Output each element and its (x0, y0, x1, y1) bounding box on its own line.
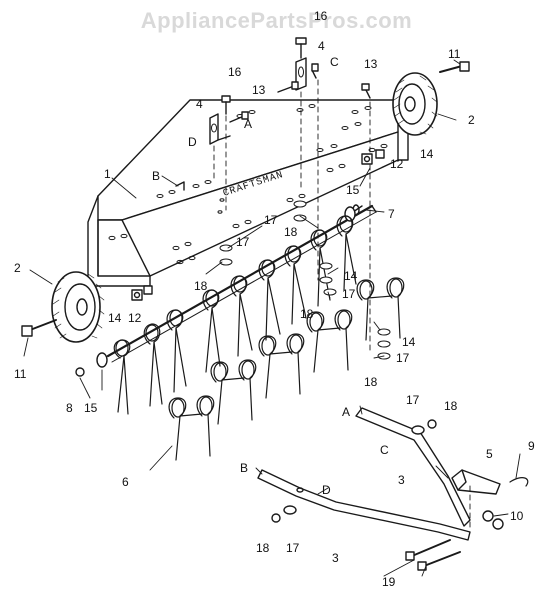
bolt-13-left (229, 111, 249, 123)
tine-group (143, 323, 163, 407)
callout-13-right: 13 (364, 57, 378, 71)
callout-18-f: 18 (256, 541, 270, 555)
callout-18-c: 18 (300, 307, 314, 321)
bolt-16-left (221, 95, 231, 115)
tine-group (336, 215, 357, 291)
letter-a-frame: A (244, 117, 252, 131)
callout-16-right: 16 (314, 9, 328, 23)
callout-3-lower: 3 (332, 551, 339, 565)
nut-8 (75, 367, 85, 377)
callout-16-left: 16 (228, 65, 242, 79)
callout-18-d: 18 (364, 375, 378, 389)
letter-b-handle: B (240, 461, 248, 475)
callout-12-left: 12 (128, 311, 142, 325)
letter-b-frame: B (152, 169, 160, 183)
tine-spring-lower-mid (258, 333, 305, 399)
letter-references: A A B B C C D D (152, 55, 389, 497)
handle-grip-5 (451, 469, 501, 495)
callout-17-f: 17 (286, 541, 300, 555)
callout-4-left: 4 (196, 97, 203, 111)
bolt-11-right (439, 61, 470, 73)
callout-5: 5 (486, 447, 493, 461)
tine-spring-right (356, 277, 405, 341)
washer-15-right (344, 206, 356, 222)
wheel-right (392, 72, 438, 136)
callout-10: 10 (510, 509, 524, 523)
letter-c-frame: C (330, 55, 339, 69)
callout-17-b: 17 (236, 235, 250, 249)
tine-spring-bottom (168, 395, 215, 461)
callout-19: 19 (382, 575, 396, 589)
callout-4-right: 4 (318, 39, 325, 53)
callout-14-d: 14 (402, 335, 416, 349)
leader-lines (23, 59, 521, 577)
callout-11-left: 11 (14, 367, 27, 381)
callout-14-c: 14 (344, 269, 358, 283)
letter-d-handle: D (322, 483, 331, 497)
nut-12-right (361, 149, 385, 165)
watermark: AppliancePartsPros.com (140, 8, 413, 33)
callout-12-right: 12 (390, 157, 404, 171)
callout-14-a: 14 (420, 147, 434, 161)
callout-18-e: 18 (444, 399, 458, 413)
callout-14-b: 14 (108, 311, 122, 325)
tine-group (202, 289, 221, 373)
letter-c-handle: C (380, 443, 389, 457)
callout-2-right: 2 (468, 113, 475, 127)
wheel-left (51, 271, 105, 343)
handle-bar-lower (257, 469, 471, 541)
callout-18-b: 18 (194, 279, 208, 293)
nuts-10 (482, 510, 504, 530)
bolt-11-left (21, 319, 57, 337)
tine-group (113, 339, 131, 415)
nut-12-left (131, 285, 153, 301)
tine-group (230, 275, 253, 357)
letter-a-handle: A (342, 405, 350, 419)
callout-2-left: 2 (14, 261, 21, 275)
callout-9: 9 (528, 439, 535, 453)
callout-13-left: 13 (252, 83, 266, 97)
main-frame: CRAFTSMAN (87, 99, 409, 287)
callout-1: 1 (104, 167, 111, 181)
tine-group (166, 309, 187, 393)
callout-3-upper: 3 (398, 473, 405, 487)
tines-on-shaft (113, 215, 357, 415)
callout-11-right: 11 (448, 47, 461, 61)
tine-spring-lower-left (210, 359, 257, 425)
letter-d-frame: D (188, 135, 197, 149)
washer-17-18-handle (271, 419, 437, 523)
callout-15-right: 15 (346, 183, 360, 197)
callout-17-d: 17 (396, 351, 410, 365)
alignment-lines (213, 79, 371, 351)
washer-15-left (96, 352, 108, 368)
tine-group (258, 259, 281, 341)
callouts: 1 2 2 3 3 4 4 5 6 7 8 9 10 11 11 12 12 1… (14, 9, 535, 589)
handle-bar-upper (355, 407, 471, 527)
tine-spring-mid (306, 309, 353, 373)
cotter-pin-9 (509, 477, 529, 487)
bracket-left (209, 113, 231, 145)
tine-group (284, 245, 307, 325)
bolt-13-right (277, 63, 371, 99)
callout-15-left: 15 (84, 401, 98, 415)
callout-6: 6 (122, 475, 129, 489)
callout-7: 7 (388, 207, 395, 221)
callout-17-e: 17 (406, 393, 420, 407)
callout-17-a: 17 (264, 213, 278, 227)
washer-stack-center (219, 200, 391, 360)
callout-18-a: 18 (284, 225, 298, 239)
bolts-19 (405, 539, 461, 571)
bolt-16-right (295, 37, 307, 59)
callout-8: 8 (66, 401, 73, 415)
callout-17-c: 17 (342, 287, 356, 301)
